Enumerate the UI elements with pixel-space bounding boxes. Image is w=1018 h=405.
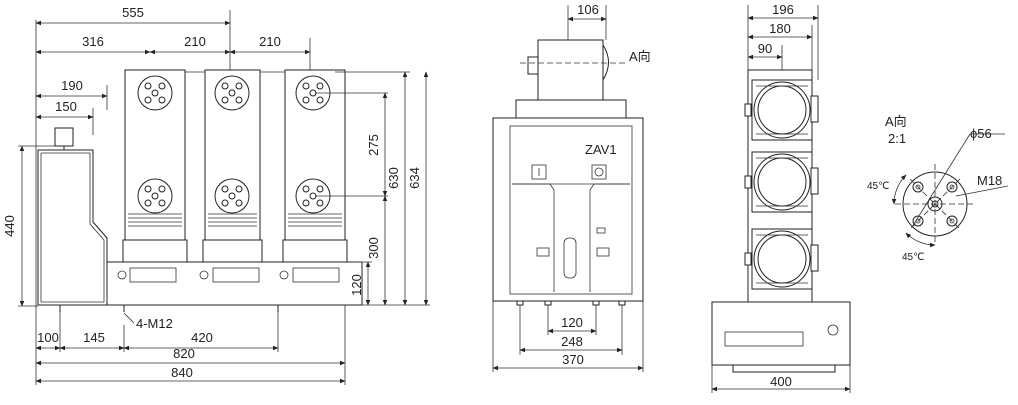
pole-top-1	[744, 79, 819, 141]
dim-440: 440	[2, 215, 17, 237]
top-view: 196 180 90	[711, 2, 851, 393]
model-label: ZAV1	[585, 142, 617, 157]
angle-label-top: 45℃	[867, 181, 889, 192]
dim-120-front: 120	[349, 274, 364, 296]
pole-top-2	[744, 151, 819, 213]
dim-210-a: 210	[184, 34, 206, 49]
lower-terminals	[137, 178, 331, 214]
dim-840: 840	[171, 365, 193, 380]
side-view: 106 A向 ZAV1 120 2	[492, 2, 651, 372]
dim-400: 400	[770, 374, 792, 389]
dim-145: 145	[83, 330, 105, 345]
detail-view: A向 2:1 ϕ56 M18 45℃ 45℃	[867, 114, 1009, 263]
dim-555: 555	[122, 5, 144, 20]
diameter-label: ϕ56	[970, 126, 992, 141]
dim-120-side: 120	[561, 315, 583, 330]
cooling-fins	[128, 213, 342, 227]
dim-370: 370	[562, 352, 584, 367]
angle-label-bottom: 45℃	[902, 252, 924, 263]
dim-634: 634	[407, 167, 422, 189]
dim-180: 180	[769, 21, 791, 36]
detail-title: A向	[885, 114, 907, 129]
dim-248: 248	[561, 334, 583, 349]
detail-scale: 2:1	[888, 131, 906, 146]
dim-196: 196	[772, 2, 794, 17]
dim-90: 90	[758, 41, 772, 56]
dim-630: 630	[386, 167, 401, 189]
dim-316: 316	[82, 34, 104, 49]
dim-820: 820	[173, 346, 195, 361]
dim-420: 420	[191, 330, 213, 345]
dim-300: 300	[366, 237, 381, 259]
dim-210-b: 210	[259, 34, 281, 49]
a-direction-label: A向	[629, 49, 651, 64]
dim-190: 190	[61, 78, 83, 93]
dim-106: 106	[577, 2, 599, 17]
dim-150: 150	[55, 99, 77, 114]
dim-275: 275	[366, 134, 381, 156]
pole-top-3	[744, 228, 819, 290]
dim-100: 100	[37, 330, 59, 345]
thread-label: M18	[977, 173, 1002, 188]
mount-label: 4-M12	[136, 316, 173, 331]
front-view: 555 316 210 210 190 150 440	[2, 5, 430, 385]
